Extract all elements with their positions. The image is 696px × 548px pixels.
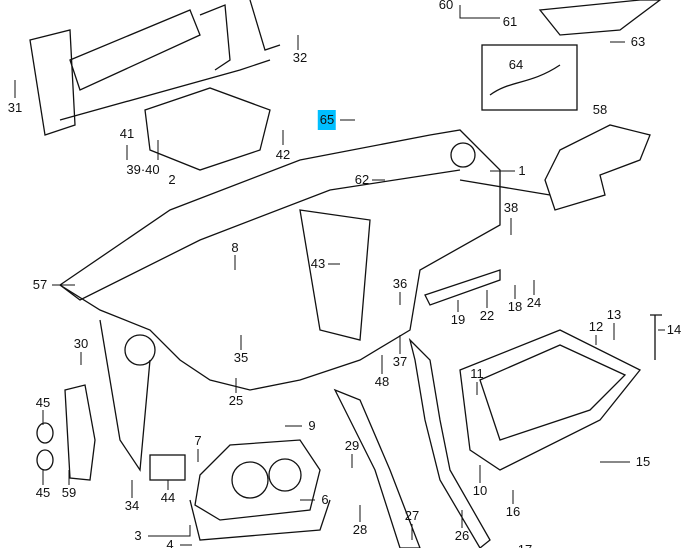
callout-45-upper: 45 (35, 395, 51, 410)
callout-1: 1 (518, 163, 526, 178)
callout-3: 3 (134, 528, 142, 543)
steering-support-beam (29, 0, 281, 136)
callout-36: 36 (392, 276, 408, 291)
callout-44: 44 (160, 490, 176, 505)
callout-6: 6 (321, 492, 329, 507)
callout-63: 63 (630, 34, 646, 49)
callout-41: 41 (119, 126, 135, 141)
callout-45-lower: 45 (35, 485, 51, 500)
callout-25: 25 (228, 393, 244, 408)
callout-4: 4 (166, 537, 174, 548)
upper-cover (538, 0, 662, 36)
callout-43: 43 (310, 256, 326, 271)
callout-26: 26 (454, 528, 470, 543)
pad-58 (544, 124, 651, 211)
callout-62: 62 (354, 172, 370, 187)
callout-58: 58 (592, 102, 608, 117)
bracket-19 (424, 269, 501, 306)
callout-35: 35 (233, 350, 249, 365)
callout-16: 16 (505, 504, 521, 519)
callout-57: 57 (32, 277, 48, 292)
callout-28: 28 (352, 522, 368, 537)
switch-44 (149, 454, 186, 481)
callout-59: 59 (61, 485, 77, 500)
callout-8: 8 (231, 240, 239, 255)
pillar-trim-27 (333, 388, 421, 548)
meter-cluster (189, 439, 331, 541)
leader-lines (14, 5, 665, 546)
callout-60: 60 (438, 0, 454, 12)
upper-panel-39-40 (144, 87, 271, 171)
callout-19: 19 (450, 312, 466, 327)
callout-18: 18 (507, 299, 523, 314)
callout-29: 29 (344, 438, 360, 453)
callout-34: 34 (124, 498, 140, 513)
callout-9: 9 (308, 418, 316, 433)
harness-64 (481, 44, 578, 111)
callout-37: 37 (392, 354, 408, 369)
callout-27: 27 (404, 508, 420, 523)
callout-65-highlighted[interactable]: 65 (317, 110, 337, 130)
callout-24: 24 (526, 295, 542, 310)
callout-10: 10 (472, 483, 488, 498)
cover-59 (64, 384, 96, 481)
callout-32: 32 (292, 50, 308, 65)
callout-12: 12 (588, 319, 604, 334)
callout-42: 42 (275, 147, 291, 162)
callout-15: 15 (635, 454, 651, 469)
callout-13: 13 (606, 307, 622, 322)
side-trim-26 (408, 337, 491, 548)
callout-64: 64 (508, 57, 524, 72)
instrument-panel-1 (58, 129, 551, 472)
glove-box-10 (459, 329, 642, 471)
callout-14: 14 (666, 322, 682, 337)
callout-7: 7 (194, 433, 202, 448)
callout-38: 38 (503, 200, 519, 215)
callout-30: 30 (73, 336, 89, 351)
callout-48: 48 (374, 374, 390, 389)
callout-22: 22 (479, 308, 495, 323)
rod-14 (650, 314, 662, 360)
callout-2: 2 (168, 172, 176, 187)
callout-11: 11 (470, 366, 484, 381)
callout-31: 31 (7, 100, 23, 115)
callout-61: 61 (502, 14, 518, 29)
callout-39-40: 39·40 (126, 162, 160, 177)
callout-17: 17 (518, 543, 532, 548)
